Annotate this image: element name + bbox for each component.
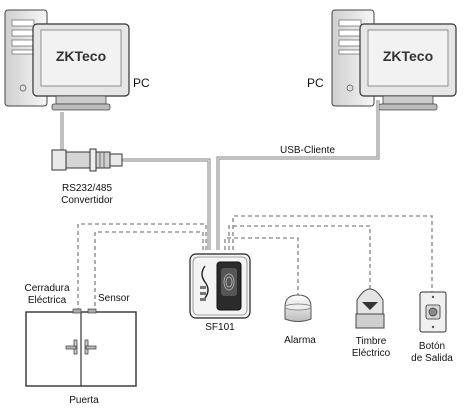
pc-left-label: PC <box>133 76 150 90</box>
door-label: Puerta <box>69 395 99 406</box>
pc-right: ZKTeco <box>331 9 457 111</box>
alarm-label: Alarma <box>284 335 316 346</box>
electric-bell-device <box>355 288 385 329</box>
rs232-converter <box>51 148 123 172</box>
pc-right-label: PC <box>307 76 324 90</box>
exit-label-line1: Botón <box>418 341 446 352</box>
door-handles <box>65 339 97 355</box>
wire-exit-button <box>232 215 433 292</box>
line-converter-to-device <box>122 158 211 250</box>
exit-button-device <box>419 291 447 333</box>
bell-label-line1: Timbre <box>355 336 387 347</box>
bell-label-line2: Eléctrico <box>351 348 391 359</box>
wire-alarm <box>224 237 299 296</box>
connection-lines <box>60 100 380 250</box>
door-sensor <box>87 308 97 314</box>
pc-left: ZKTeco <box>4 9 130 111</box>
usb-client-label: USB-Cliente <box>280 145 336 156</box>
alarm-device <box>284 294 312 322</box>
wire-bell <box>228 225 371 290</box>
sf101-device <box>189 253 251 319</box>
door <box>25 308 137 387</box>
wire-sensor <box>94 231 204 312</box>
device-label: SF101 <box>205 322 235 333</box>
dashed-wiring <box>77 215 433 312</box>
pc-right-logo: ZKTeco <box>383 48 433 64</box>
pc-screen-left <box>40 29 122 87</box>
lock-label-line2: Eléctrica <box>27 295 67 306</box>
converter-label-line1: RS232/485 <box>61 183 113 194</box>
converter-label-line2: Convertidor <box>61 195 113 206</box>
wire-lock <box>77 223 207 312</box>
pc-screen-right <box>367 29 449 87</box>
lock-label-line1: Cerradura <box>24 283 70 294</box>
sensor-label: Sensor <box>98 293 130 304</box>
pc-left-logo: ZKTeco <box>56 48 106 64</box>
line-usb-to-device <box>216 100 380 250</box>
exit-label-line2: de Salida <box>411 353 453 364</box>
electric-lock <box>72 308 82 314</box>
